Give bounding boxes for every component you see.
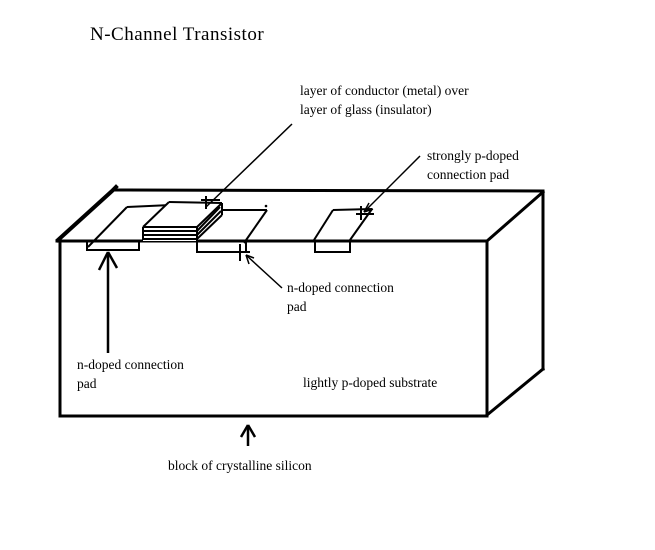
label-substrate: lightly p-doped substrate bbox=[303, 375, 438, 390]
label-strongly-p-line1: strongly p-doped bbox=[427, 148, 519, 163]
label-line-conductor bbox=[205, 123, 293, 208]
p-pad bbox=[313, 208, 373, 253]
label-conductor-line2: layer of glass (insulator) bbox=[300, 102, 432, 117]
gate-stack bbox=[142, 201, 223, 241]
label-silicon-block: block of crystalline silicon bbox=[168, 458, 312, 473]
label-strongly-p-pad: strongly p-doped connection pad bbox=[427, 146, 519, 184]
label-n-left-line1: n-doped connection bbox=[77, 357, 184, 372]
label-n-right-line1: n-doped connection bbox=[287, 280, 394, 295]
label-n-left-line2: pad bbox=[77, 376, 97, 391]
label-line-n-pad bbox=[245, 254, 283, 289]
diagram-title: N-Channel Transistor bbox=[90, 24, 265, 45]
block-arrow bbox=[239, 424, 257, 446]
left-pad-arrow bbox=[97, 251, 119, 353]
label-n-pad-right: n-doped connection pad bbox=[287, 278, 394, 316]
left-n-pad bbox=[86, 204, 172, 251]
label-conductor-line1: layer of conductor (metal) over bbox=[300, 83, 469, 98]
label-n-right-line2: pad bbox=[287, 299, 307, 314]
label-strongly-p-line2: connection pad bbox=[427, 167, 510, 182]
n-pad-cross-mark bbox=[232, 244, 250, 261]
silicon-block bbox=[55, 184, 546, 418]
right-n-pad bbox=[196, 209, 268, 253]
p-pad-contact-mark bbox=[356, 206, 374, 220]
label-line-p-pad bbox=[363, 155, 421, 213]
label-conductor-layer: layer of conductor (metal) over layer of… bbox=[300, 81, 469, 119]
label-n-pad-left: n-doped connection pad bbox=[77, 355, 184, 393]
